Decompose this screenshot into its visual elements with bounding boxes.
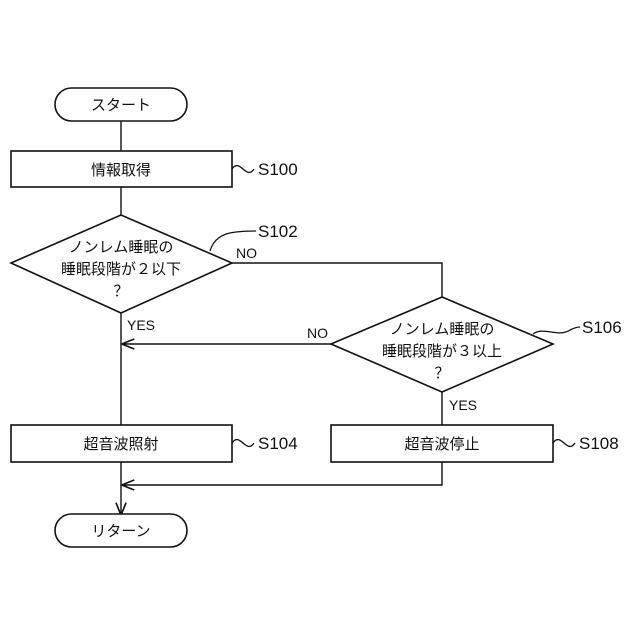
process-s100-label: 情報取得 — [91, 161, 151, 179]
step-leader-s106 — [533, 327, 580, 334]
decision-s102-line-2: 睡眠段階が２以下 — [61, 260, 181, 278]
process-s104-label: 超音波照射 — [83, 435, 158, 453]
end-terminal: リターン — [55, 514, 187, 547]
connector-s102-no-to-s106 — [232, 263, 442, 297]
step-leader-s104 — [232, 440, 254, 447]
decision-s106-yes-label: YES — [449, 397, 477, 413]
step-leader-s108 — [553, 440, 575, 447]
decision-s106-line-2: 睡眠段階が３以上 — [382, 342, 502, 360]
decision-s102: ノンレム睡眠の 睡眠段階が２以下 ？ S102 NO YES — [11, 215, 298, 333]
decision-s102-line-3: ？ — [113, 282, 128, 300]
step-id-s104: S104 — [258, 434, 298, 453]
process-s104: 超音波照射 S104 — [11, 425, 298, 462]
connector-s108-to-main — [123, 462, 442, 485]
decision-s106-no-label: NO — [307, 325, 328, 341]
start-label: スタート — [91, 96, 151, 114]
decision-s106-line-1: ノンレム睡眠の — [390, 320, 495, 338]
step-id-s100: S100 — [258, 160, 298, 179]
end-label: リターン — [91, 522, 150, 540]
decision-s106-line-3: ？ — [434, 364, 449, 382]
process-s108-label: 超音波停止 — [404, 435, 479, 453]
step-id-s108: S108 — [579, 434, 619, 453]
decision-s102-yes-label: YES — [127, 317, 155, 333]
decision-s102-no-label: NO — [236, 245, 257, 261]
process-s100: 情報取得 S100 — [11, 151, 298, 187]
start-terminal: スタート — [55, 88, 187, 121]
step-id-s102: S102 — [258, 222, 298, 241]
step-leader-s100 — [232, 166, 254, 173]
decision-s102-line-1: ノンレム睡眠の — [69, 238, 174, 256]
step-id-s106: S106 — [582, 318, 622, 337]
decision-s106: ノンレム睡眠の 睡眠段階が３以上 ？ S106 NO YES — [307, 297, 622, 413]
process-s108: 超音波停止 S108 — [331, 425, 619, 462]
